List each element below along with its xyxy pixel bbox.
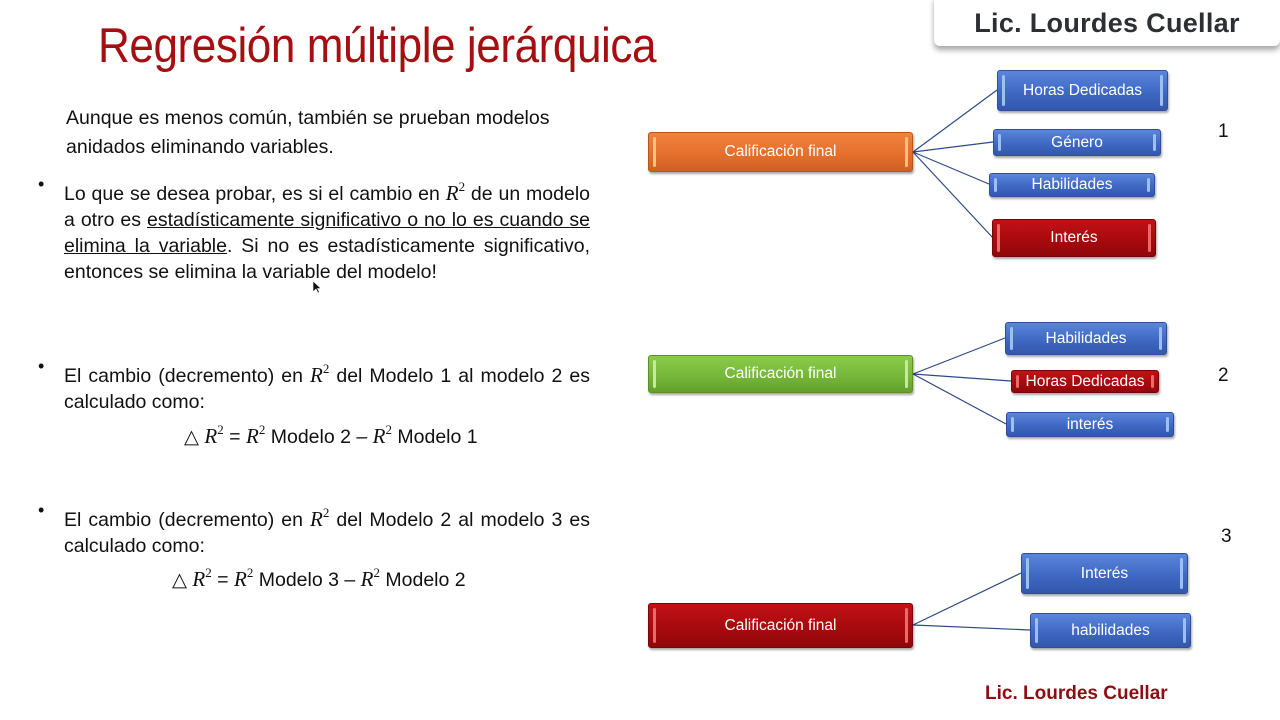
model-1-child-genero: Género [993, 129, 1161, 156]
bullet-2-text: El cambio (decremento) en R2 del Modelo … [64, 361, 590, 413]
bullet-3: • El cambio (decremento) en R2 del Model… [38, 500, 598, 559]
model-1-child-horas-dedicadas: Horas Dedicadas [997, 70, 1168, 111]
formula-1: △ R2 = R2 Modelo 2 – R2 Modelo 1 [184, 422, 478, 448]
r-squared: R2 [445, 179, 466, 205]
model-3-number: 3 [1221, 526, 1232, 547]
bullet-3-text: El cambio (decremento) en R2 del Modelo … [64, 505, 590, 557]
model-3-child-habilidades: habilidades [1030, 613, 1191, 648]
model-1-number: 1 [1218, 121, 1229, 142]
author-badge-label: Lic. Lourdes Cuellar [974, 7, 1240, 38]
bullet-1-text: Lo que se desea probar, es si el cambio … [64, 179, 591, 283]
bullet-dot: • [38, 174, 45, 194]
footer-author: Lic. Lourdes Cuellar [985, 683, 1168, 704]
intro-text: Aunque es menos común, también se prueba… [66, 107, 550, 158]
model-1-child-habilidades: Habilidades [989, 173, 1155, 197]
model-3-root-node: Calificación final [648, 603, 913, 648]
model-1-root-node: Calificación final [648, 132, 913, 172]
model-1-child-interes: Interés [992, 219, 1156, 257]
formula-2: △ R2 = R2 Modelo 3 – R2 Modelo 2 [172, 565, 466, 591]
bullet-dot: • [38, 500, 45, 520]
bullet-dot: • [38, 356, 45, 376]
underlined-phrase: estadísticamente significativo o no lo e… [64, 209, 591, 257]
model-2-child-interes: interés [1006, 412, 1174, 437]
model-2-root-node: Calificación final [648, 355, 913, 393]
author-badge: Lic. Lourdes Cuellar [934, 0, 1280, 46]
r-squared: R2 [310, 505, 330, 531]
model-3-child-interes: Interés [1021, 553, 1188, 594]
r-squared: R2 [310, 361, 330, 387]
model-2-child-habilidades: Habilidades [1005, 322, 1167, 355]
slide-title: Regresión múltiple jerárquica [98, 19, 657, 73]
model-2-child-horas-dedicadas: Horas Dedicadas [1011, 370, 1159, 393]
bullet-1: • Lo que se desea probar, es si el cambi… [38, 174, 598, 285]
model-2-number: 2 [1218, 365, 1229, 386]
bullet-2: • El cambio (decremento) en R2 del Model… [38, 356, 598, 415]
mouse-cursor-icon [312, 280, 322, 294]
